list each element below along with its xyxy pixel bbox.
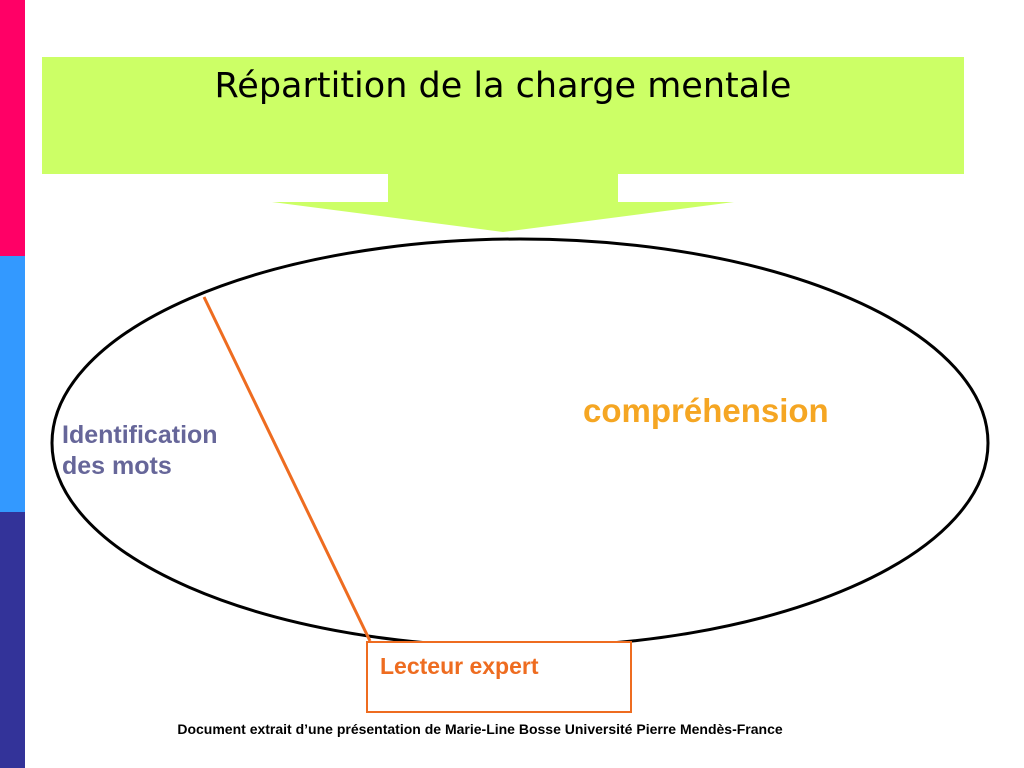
identification-line-2: des mots (62, 452, 172, 480)
left-stripe-pink (0, 0, 25, 256)
footer-credit: Document extrait d’une présentation de M… (177, 721, 783, 737)
expert-reader-box: Lecteur expert (366, 641, 632, 713)
comprehension-label: compréhension (583, 392, 829, 429)
slide-title: Répartition de la charge mentale (214, 66, 792, 106)
down-arrow-shape (272, 174, 734, 232)
title-banner (42, 57, 964, 174)
expert-reader-label: Lecteur expert (380, 653, 539, 679)
identification-line-1: Identification (62, 421, 218, 449)
left-stripe-blue (0, 256, 25, 512)
divider-line (202, 296, 372, 642)
word-identification-label: Identification des mots (62, 420, 218, 482)
left-stripe-navy (0, 512, 25, 768)
